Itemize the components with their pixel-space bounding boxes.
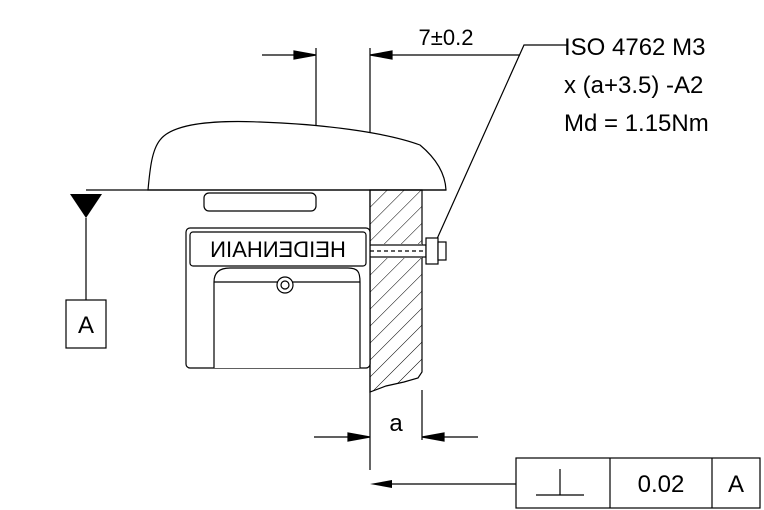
head-cover [147, 120, 447, 191]
reading-head-body [185, 227, 371, 369]
perpendicularity-icon [536, 469, 584, 496]
head-tab [203, 192, 317, 212]
note-line1: ISO 4762 M3 [564, 34, 705, 61]
fcf-datum: A [728, 471, 744, 498]
mounting-wall [369, 189, 423, 393]
dimension-gap [314, 390, 478, 442]
note-leader [431, 44, 568, 251]
feature-control-frame [515, 457, 761, 509]
dimension-offset-label: 7±0.2 [419, 25, 474, 50]
dimension-gap-label: a [389, 410, 403, 437]
note-line3: Md = 1.15Nm [564, 110, 709, 137]
fcf-tolerance: 0.02 [638, 471, 685, 498]
datum-label: A [78, 312, 94, 339]
note-line2: x (a+3.5) -A2 [564, 72, 703, 99]
screw [369, 237, 447, 265]
fcf-arrow [370, 480, 392, 488]
head-brand: HEIDENHAIN [210, 237, 346, 262]
datum-frame [65, 299, 107, 349]
datum-triangle [70, 194, 102, 218]
